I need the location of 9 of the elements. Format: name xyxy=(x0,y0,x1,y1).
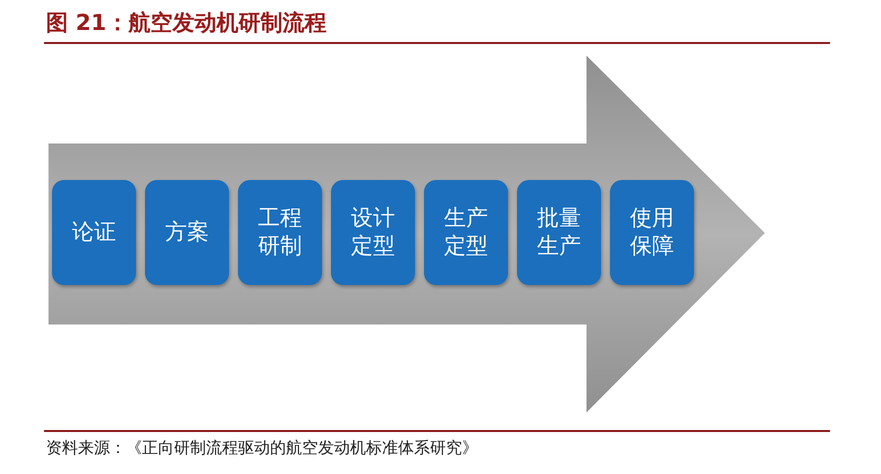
stage-box: 工程研制 xyxy=(238,180,322,285)
stage-box: 生产定型 xyxy=(424,180,508,285)
stage-box: 批量生产 xyxy=(517,180,601,285)
source-note: 资料来源：《正向研制流程驱动的航空发动机标准体系研究》 xyxy=(46,438,478,459)
stage-box: 设计定型 xyxy=(331,180,415,285)
stage-box: 方案 xyxy=(145,180,229,285)
stage-box: 论证 xyxy=(52,180,136,285)
stage-box: 使用保障 xyxy=(610,180,694,285)
figure-title: 图 21：航空发动机研制流程 xyxy=(46,10,326,38)
